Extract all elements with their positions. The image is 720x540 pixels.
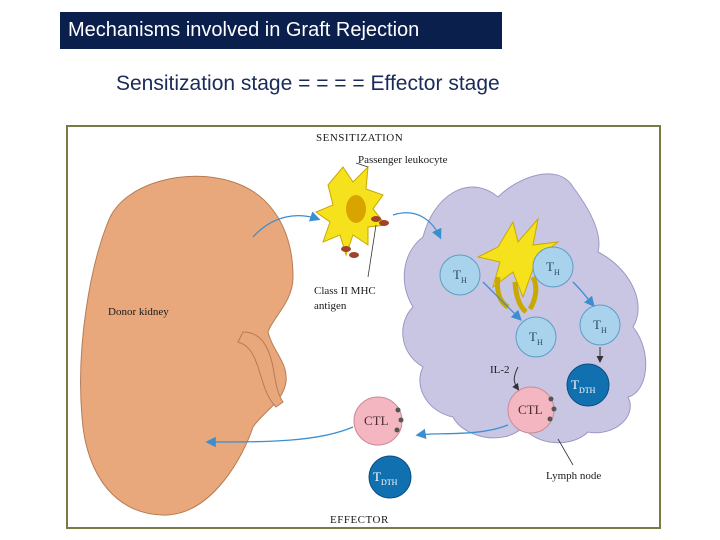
svg-text:DTH: DTH xyxy=(381,478,398,487)
ctl-cell-node: CTL xyxy=(507,386,557,434)
svg-text:H: H xyxy=(601,326,607,335)
kidney-ureter xyxy=(237,331,284,408)
page-title: Mechanisms involved in Graft Rejection xyxy=(60,12,502,49)
th-cell-1: T H xyxy=(439,254,481,296)
svg-text:H: H xyxy=(461,276,467,285)
passenger-leukocyte-nucleus xyxy=(346,195,366,223)
label-mhc-line2: antigen xyxy=(314,300,347,312)
svg-text:T: T xyxy=(453,267,461,282)
svg-text:DTH: DTH xyxy=(579,386,596,395)
leader-mhc xyxy=(367,224,377,278)
th-cell-3: T H xyxy=(515,316,557,358)
diagram-svg: T H T H T H T H T DTH CTL CTL T DTH xyxy=(80,132,647,526)
label-il2: IL-2 xyxy=(490,364,510,376)
tdth-cell-effector: T DTH xyxy=(368,455,412,499)
th-cell-4: T H xyxy=(579,304,621,346)
label-lymph-node: Lymph node xyxy=(546,470,601,482)
label-passenger-leukocyte: Passenger leukocyte xyxy=(358,154,448,166)
tdth-cell-node: T DTH xyxy=(566,363,610,407)
ctl-cell-effector: CTL xyxy=(353,396,404,446)
svg-text:T: T xyxy=(571,377,579,392)
svg-text:CTL: CTL xyxy=(518,402,543,417)
arrow-effector-to-kidney xyxy=(205,426,354,448)
label-effector: EFFECTOR xyxy=(330,514,389,526)
donor-kidney-shape xyxy=(80,175,294,516)
svg-text:T: T xyxy=(529,329,537,344)
leader-passenger xyxy=(355,162,369,168)
graft-rejection-diagram: T H T H T H T H T DTH CTL CTL T DTH xyxy=(66,125,661,529)
svg-text:T: T xyxy=(593,317,601,332)
arrow-kidney-to-leukocyte xyxy=(252,211,321,238)
arrow-node-to-effector xyxy=(415,424,509,439)
label-mhc-line1: Class II MHC xyxy=(314,285,376,297)
th-cell-2: T H xyxy=(532,246,574,288)
svg-text:H: H xyxy=(554,268,560,277)
svg-text:H: H xyxy=(537,338,543,347)
leader-lymph xyxy=(557,438,574,466)
arrow-th-to-th xyxy=(482,281,522,321)
arrow-th-th2 xyxy=(572,281,595,307)
label-donor-kidney: Donor kidney xyxy=(108,306,169,318)
arrow-il2 xyxy=(512,366,520,391)
page-subtitle: Sensitization stage = = = = Effector sta… xyxy=(116,72,500,95)
mhc-molecules xyxy=(341,216,389,258)
label-sensitization: SENSITIZATION xyxy=(316,132,403,144)
svg-text:T: T xyxy=(373,469,381,484)
svg-text:T: T xyxy=(546,259,554,274)
arrow-leukocyte-to-node xyxy=(392,212,442,240)
svg-text:CTL: CTL xyxy=(364,413,389,428)
